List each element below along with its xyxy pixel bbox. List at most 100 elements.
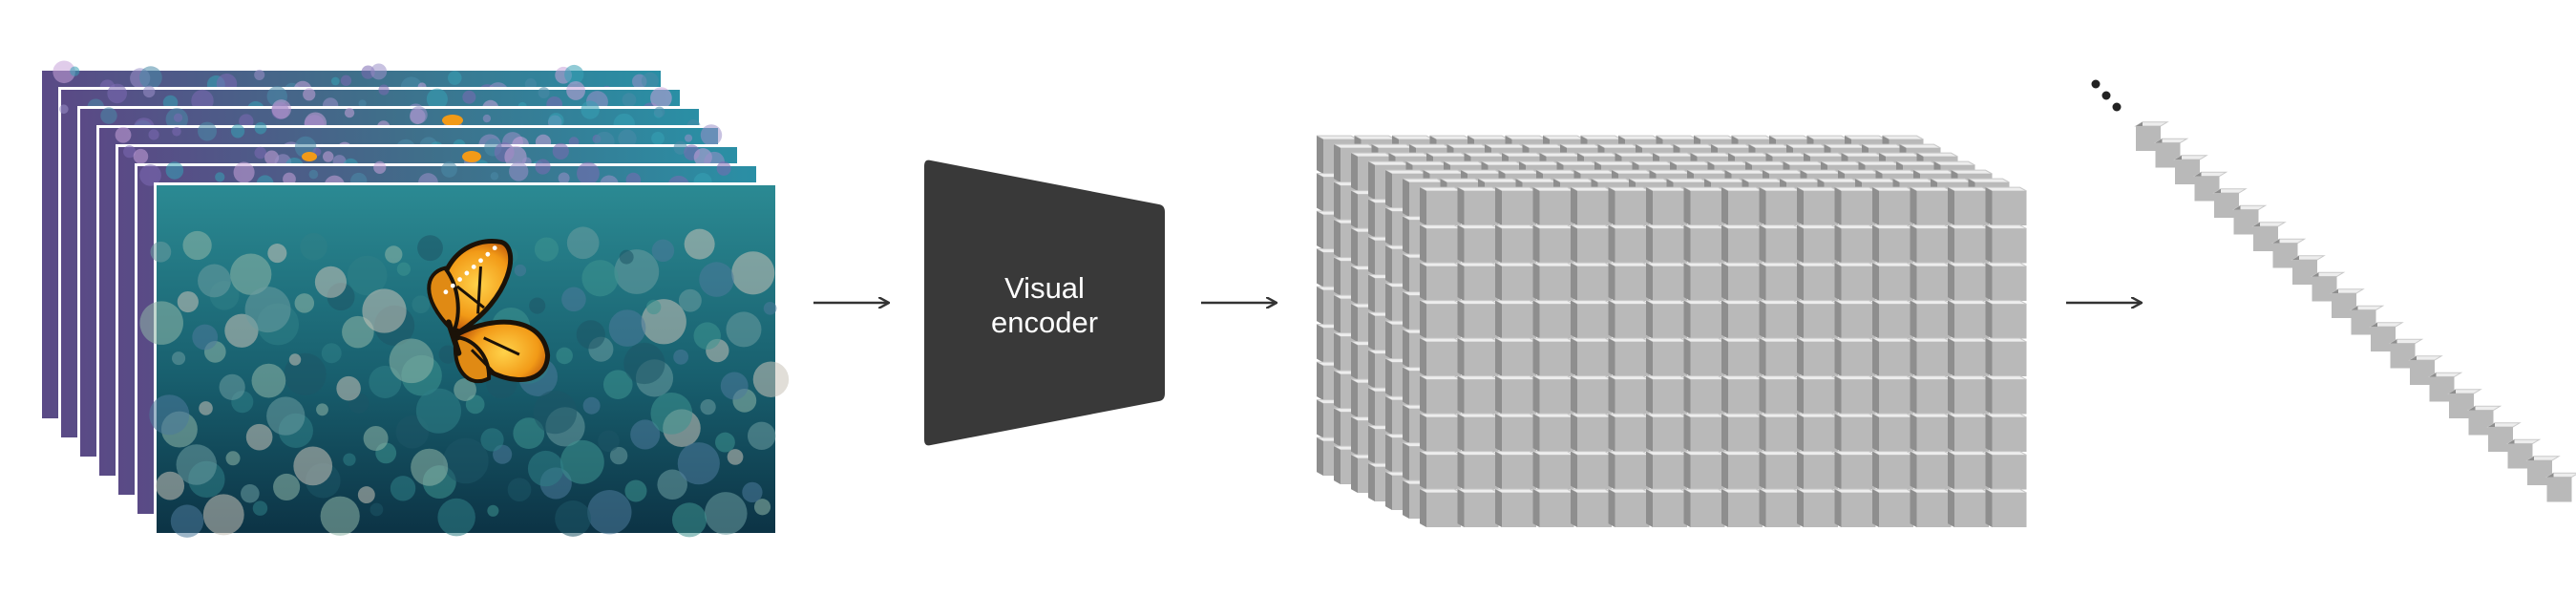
token-cube (1494, 224, 1537, 264)
token-cube (1947, 413, 1990, 452)
token-cube (1910, 224, 1952, 264)
token-cube (1985, 451, 2027, 490)
visual-encoder-block: Visual encoder (924, 160, 1165, 446)
token-cube (1759, 300, 1801, 339)
token-cube (1570, 224, 1613, 264)
token-cube (1608, 300, 1650, 339)
token-cube (2544, 472, 2576, 502)
token-cube (1683, 413, 1725, 452)
token-cube (1683, 375, 1725, 415)
token-cube (1947, 300, 1990, 339)
token-cube (1419, 186, 1462, 225)
token-cube (2447, 389, 2482, 418)
token-cube (1871, 451, 1914, 490)
token-cube (1796, 337, 1839, 376)
token-cube (1645, 451, 1688, 490)
token-cube (1947, 488, 1990, 527)
token-cube (1608, 337, 1650, 376)
token-cube (1834, 337, 1876, 376)
token-cube (1570, 413, 1613, 452)
token-cube (1910, 186, 1952, 225)
token-cube (1834, 300, 1876, 339)
token-cube (1457, 375, 1499, 415)
token-cube (1871, 186, 1914, 225)
token-cube (1796, 224, 1839, 264)
token-cube (1796, 488, 1839, 527)
token-cube (1910, 451, 1952, 490)
token-cube (1457, 262, 1499, 301)
token-cube (1457, 488, 1499, 527)
encoder-label-line2: encoder (991, 306, 1098, 339)
token-cube (1570, 262, 1613, 301)
butterfly-icon (427, 239, 551, 384)
token-cube (1457, 300, 1499, 339)
token-cube (1419, 375, 1462, 415)
token-cube (1532, 451, 1574, 490)
token-cube (1871, 337, 1914, 376)
token-cube (2153, 138, 2189, 168)
token-cube (1494, 300, 1537, 339)
token-cube (1721, 262, 1763, 301)
token-cube (1796, 262, 1839, 301)
token-cube (1532, 224, 1574, 264)
token-sequence (2091, 79, 2576, 502)
token-cube (1721, 488, 1763, 527)
token-cube (1608, 224, 1650, 264)
token-cube (1570, 337, 1613, 376)
token-cube (1457, 186, 1499, 225)
token-cube (1570, 451, 1613, 490)
token-cube (1985, 337, 2027, 376)
token-cube (2134, 121, 2169, 151)
token-cube (1683, 224, 1725, 264)
token-cube (1947, 224, 1990, 264)
token-cube (1645, 413, 1688, 452)
token-cube (1645, 224, 1688, 264)
token-cube (1947, 451, 1990, 490)
token-cube (1683, 186, 1725, 225)
token-cube (1947, 337, 1990, 376)
token-cube (1910, 262, 1952, 301)
token-cube (1871, 488, 1914, 527)
token-cube (1532, 375, 1574, 415)
token-cube (1494, 375, 1537, 415)
token-cube (1834, 224, 1876, 264)
token-cube (1985, 300, 2027, 339)
token-cube (1608, 488, 1650, 527)
token-cube (1759, 451, 1801, 490)
token-cube (1494, 337, 1537, 376)
token-cube (1759, 337, 1801, 376)
token-cube (1683, 300, 1725, 339)
token-cube (1608, 375, 1650, 415)
token-cube (1683, 337, 1725, 376)
token-cube (2486, 422, 2522, 452)
token-cube (1985, 186, 2027, 225)
token-cube (1985, 488, 2027, 527)
token-cube (1796, 375, 1839, 415)
token-cube (1532, 488, 1574, 527)
token-cube (1796, 451, 1839, 490)
token-cube (1683, 262, 1725, 301)
token-cube (1759, 224, 1801, 264)
token-cube (1910, 300, 1952, 339)
token-cube (1834, 488, 1876, 527)
token-cube (1570, 375, 1613, 415)
token-cube (1532, 300, 1574, 339)
token-cube (1457, 224, 1499, 264)
token-cube (1796, 413, 1839, 452)
encoder-label-line1: Visual (1004, 271, 1085, 305)
token-cube (1419, 337, 1462, 376)
token-cube (2369, 322, 2404, 351)
token-cube (1494, 186, 1537, 225)
token-cube (1871, 300, 1914, 339)
ellipsis-dot (2091, 79, 2101, 89)
token-cube (1947, 375, 1990, 415)
token-cube (1419, 413, 1462, 452)
token-cube (1645, 300, 1688, 339)
token-cube (1910, 337, 1952, 376)
token-cube (1947, 262, 1990, 301)
token-cube (1834, 413, 1876, 452)
token-cube (1910, 488, 1952, 527)
token-cube (1759, 488, 1801, 527)
token-cube (1494, 262, 1537, 301)
token-cube (2212, 188, 2248, 218)
